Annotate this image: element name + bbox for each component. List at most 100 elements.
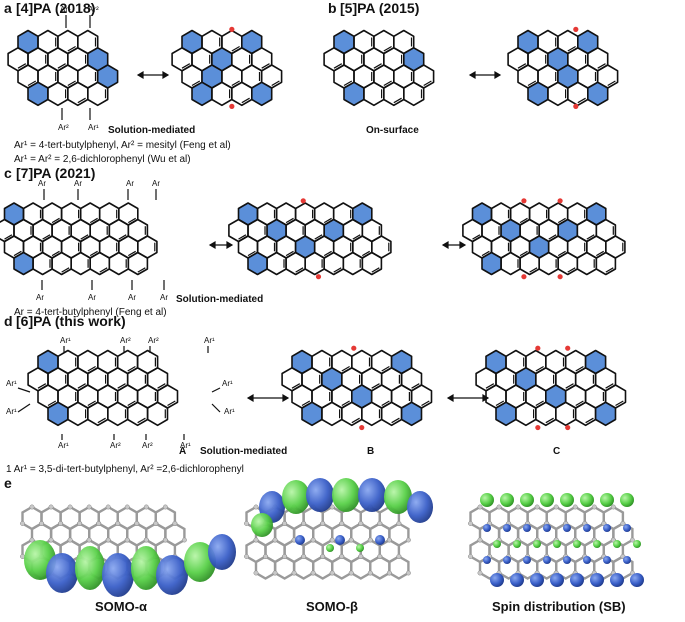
double-bond <box>87 400 96 407</box>
substituent-label: Ar¹ <box>88 123 99 132</box>
substituent-bond <box>211 387 221 393</box>
atom <box>320 554 326 559</box>
double-bond <box>77 97 86 104</box>
spin-density-blue <box>603 524 611 532</box>
spin-density-blue <box>583 556 591 564</box>
structure-label-a: A <box>179 446 186 457</box>
double-bond <box>586 234 595 240</box>
atom <box>405 537 411 543</box>
atom <box>39 521 44 526</box>
molecule-7pa-resonance-1 <box>228 198 392 280</box>
double-bond <box>529 267 538 273</box>
substituent-bond <box>211 403 221 413</box>
atom <box>301 521 307 526</box>
ring <box>304 251 326 276</box>
double-bond <box>42 234 51 240</box>
double-bond <box>361 250 371 257</box>
atom <box>67 537 73 543</box>
ring <box>519 251 541 276</box>
molecule-5pa-open <box>507 26 619 109</box>
atom <box>124 504 130 510</box>
atom <box>553 504 559 510</box>
double-bond <box>535 365 544 372</box>
double-bond <box>157 383 166 389</box>
double-bond <box>495 400 505 407</box>
atom <box>515 504 521 510</box>
caption-c-line: Ar = 4-tert-butylphenyl (Feng et al) <box>14 307 167 318</box>
resonance-arrow-b <box>468 70 502 80</box>
bond-stick <box>331 555 353 580</box>
ring <box>500 251 521 276</box>
atom <box>172 521 178 526</box>
double-bond <box>231 80 240 87</box>
aromatic-ring-highlighted <box>13 251 34 276</box>
spin-density-blue <box>610 573 624 587</box>
double-bond <box>241 97 250 104</box>
spin-density-green <box>553 540 561 548</box>
bond-stick <box>350 555 372 580</box>
spin-density-blue <box>623 556 631 564</box>
orbital-lobe-green <box>75 546 105 590</box>
atom <box>29 537 35 543</box>
double-bond <box>567 45 576 52</box>
atom <box>20 554 25 559</box>
substituent-label: Ar² <box>88 5 99 14</box>
atom <box>310 537 316 543</box>
double-bond <box>127 217 137 224</box>
ring <box>538 251 560 276</box>
atom <box>86 537 92 543</box>
orbital-lobe-green <box>332 478 360 512</box>
radical-dot <box>573 26 579 32</box>
double-bond <box>323 250 332 257</box>
atom <box>329 537 335 543</box>
spin-density-blue <box>543 556 551 564</box>
molecule-5pa-closed <box>323 29 435 107</box>
panel-b-heading: b [5]PA (2015) <box>328 0 419 16</box>
substituent-bond <box>17 403 31 413</box>
double-bond <box>472 234 481 240</box>
atom <box>115 521 121 526</box>
substituent-label: Ar¹ <box>204 336 215 345</box>
double-bond <box>181 63 191 69</box>
double-bond <box>567 267 576 273</box>
ring <box>402 81 425 107</box>
atom <box>134 521 140 526</box>
spin-density-blue <box>295 535 305 545</box>
ring <box>360 401 383 427</box>
double-bond <box>137 267 146 273</box>
caption-d-line: 1 Ar¹ = 3,5-di-tert-butylphenyl, Ar² =2,… <box>6 464 244 475</box>
spin-density-blue <box>523 524 531 532</box>
atom <box>358 554 364 559</box>
panel-c-heading: c [7]PA (2021) <box>4 165 95 181</box>
substituent-label: Ar <box>88 293 96 302</box>
molecule-4pa-open <box>171 26 283 109</box>
panel-c-title: [7]PA (2021) <box>16 165 95 181</box>
aromatic-ring-highlighted <box>343 81 365 107</box>
aromatic-ring-highlighted <box>594 401 617 427</box>
double-bond <box>517 63 527 69</box>
substituent-label: Ar <box>36 293 44 302</box>
orbital-label-spin-distribution: Spin distribution (SB) <box>492 599 626 614</box>
double-bond <box>381 365 390 372</box>
ring <box>211 81 233 107</box>
ring <box>363 81 385 107</box>
atom <box>20 521 25 526</box>
ring <box>87 81 109 107</box>
double-bond <box>118 234 127 240</box>
ring <box>108 251 130 276</box>
structure-label-b: B <box>367 446 374 457</box>
atom <box>67 504 73 510</box>
bond-stick <box>312 555 334 580</box>
double-bond <box>481 250 490 257</box>
double-bond <box>381 400 390 407</box>
radical-dot <box>565 424 571 431</box>
atom <box>405 570 411 576</box>
double-bond <box>343 80 353 87</box>
substituent-label: Ar² <box>110 441 121 450</box>
ring <box>32 251 53 276</box>
substituent-label: Ar <box>38 179 46 188</box>
double-bond <box>261 63 270 69</box>
double-bond <box>191 80 201 87</box>
panel-e-letter: e <box>4 475 12 491</box>
